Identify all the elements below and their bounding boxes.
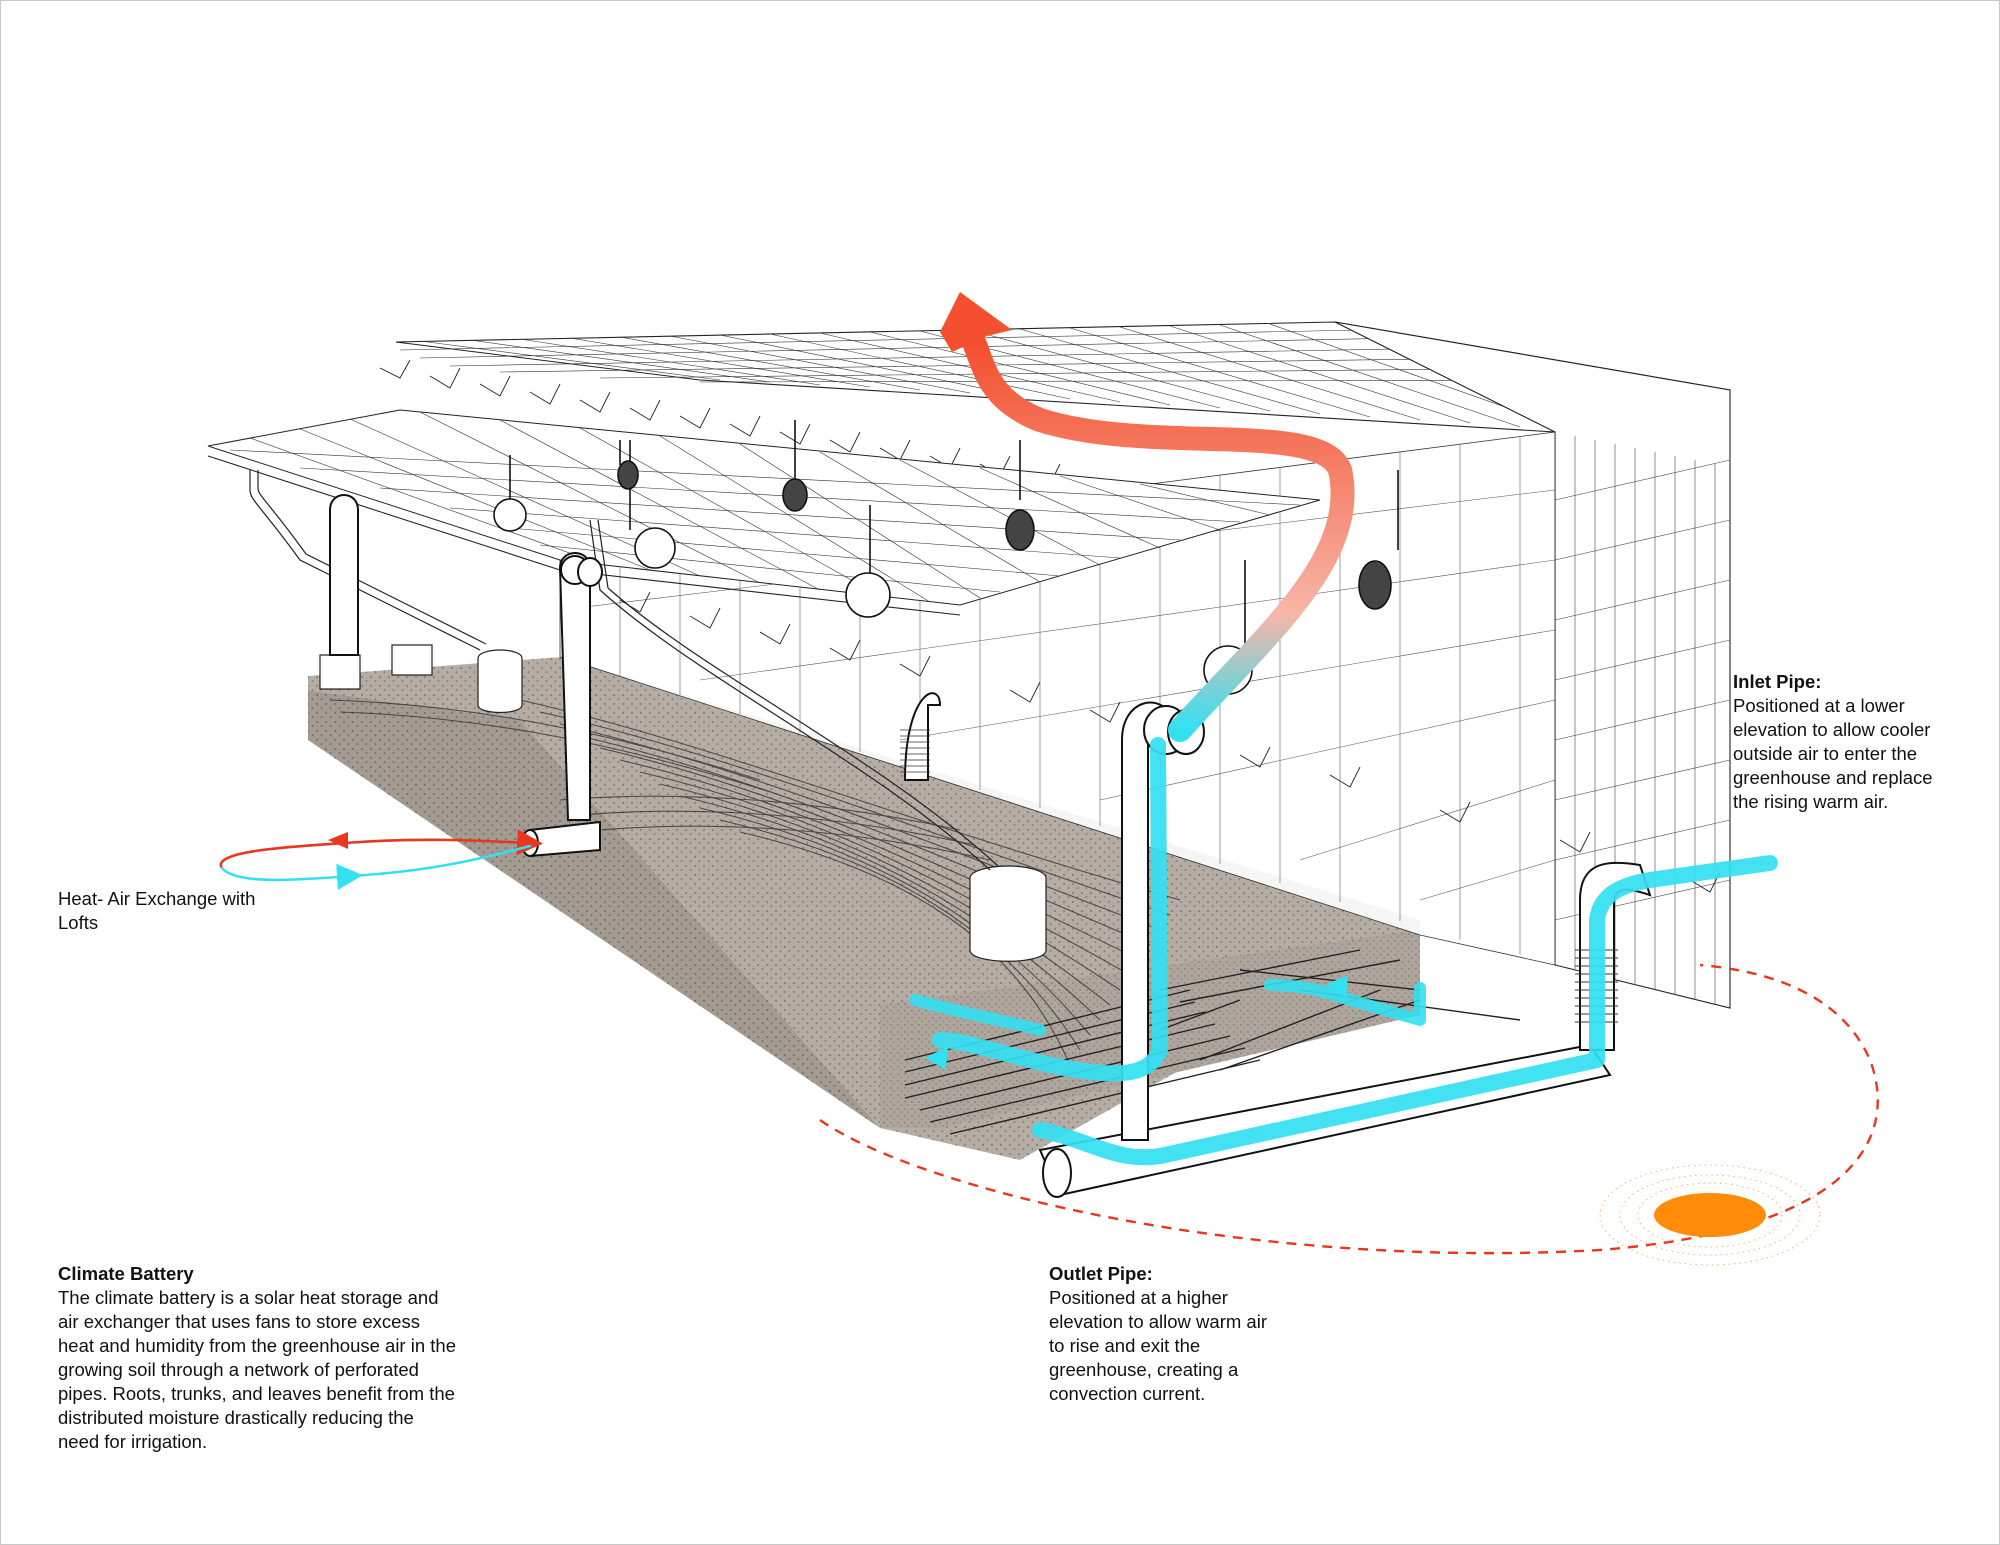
caption-line: heat and humidity from the greenhouse ai…	[58, 1335, 456, 1356]
caption-line: Positioned at a higher	[1049, 1287, 1228, 1308]
caption-line: Positioned at a lower	[1733, 695, 1905, 716]
climate-battery-caption: Climate Battery The climate battery is a…	[58, 1262, 498, 1454]
airflow	[219, 292, 1778, 1166]
fan-8-icon	[1358, 560, 1392, 610]
caption-line: Heat- Air Exchange with	[58, 888, 256, 909]
caption-line: distributed moisture drastically reducin…	[58, 1407, 414, 1428]
rain-collection	[249, 470, 1047, 962]
hanging-fans	[493, 420, 1399, 695]
caption-line: Lofts	[58, 912, 99, 933]
fan-5-icon	[782, 478, 808, 512]
cool-air-flow-inlet	[1032, 855, 1778, 1166]
caption-line: air exchanger that uses fans to store ex…	[58, 1311, 420, 1332]
caption-line: convection current.	[1049, 1383, 1206, 1404]
inlet-pipe-caption: Inlet Pipe: Positioned at a lower elevat…	[1733, 670, 1973, 814]
heat-loop-arrow-cyan	[338, 869, 356, 886]
caption-line: greenhouse and replace	[1733, 767, 1933, 788]
center-tank	[969, 878, 1047, 962]
fan-6-icon	[1005, 509, 1035, 551]
tank-1	[319, 654, 361, 690]
caption-line: need for irrigation.	[58, 1431, 208, 1452]
left-pipes	[329, 494, 603, 858]
wall-vents	[619, 591, 1721, 893]
caption-line: growing soil through a network of perfor…	[58, 1359, 419, 1380]
caption-line: The climate battery is a solar heat stor…	[58, 1287, 439, 1308]
caption-line: greenhouse, creating a	[1049, 1359, 1239, 1380]
caption-line: outside air to enter the	[1733, 743, 1918, 764]
heat-loop-arrow-red	[328, 832, 348, 849]
outlet-pipe-caption: Outlet Pipe: Positioned at a higher elev…	[1049, 1262, 1309, 1406]
tank-2	[391, 644, 433, 676]
soil-pipe-lines	[329, 699, 1181, 1066]
heat-air-exchange-caption: Heat- Air Exchange with Lofts	[58, 887, 308, 935]
caption-line: elevation to allow cooler	[1733, 719, 1931, 740]
corrugated-coupling-1	[900, 729, 930, 773]
warm-air-arrowhead	[940, 292, 1012, 352]
cool-air-arrowhead-2	[1325, 975, 1348, 998]
outlet-pipe-title: Outlet Pipe:	[1049, 1263, 1153, 1284]
pipe-end-cap	[1042, 1148, 1072, 1198]
caption-line: pipes. Roots, trunks, and leaves benefit…	[58, 1383, 455, 1404]
climate-battery-title: Climate Battery	[58, 1263, 194, 1284]
cool-air-arrowhead-1	[925, 1046, 948, 1070]
fan-2-icon	[634, 527, 676, 569]
greenhouse-structure	[207, 321, 1731, 1009]
caption-line: the rising warm air.	[1733, 791, 1889, 812]
fan-1-icon	[493, 498, 527, 532]
sun-path	[819, 963, 1879, 1266]
caption-line: elevation to allow warm air	[1049, 1311, 1267, 1332]
fan-4-icon	[617, 460, 639, 490]
cool-air-flow-outlet	[932, 737, 1168, 1082]
cool-air-return	[1264, 979, 1426, 1026]
fan-3-icon	[845, 572, 891, 618]
heat-exchange-loop-warm	[219, 829, 543, 870]
warm-air-flow	[963, 333, 1355, 742]
tank-3	[477, 658, 523, 714]
inlet-pipe-title: Inlet Pipe:	[1733, 671, 1822, 692]
sun-icon	[1599, 1164, 1821, 1266]
back-wall	[1334, 321, 1731, 1009]
lower-roof	[207, 409, 1321, 606]
caption-line: to rise and exit the	[1049, 1335, 1201, 1356]
